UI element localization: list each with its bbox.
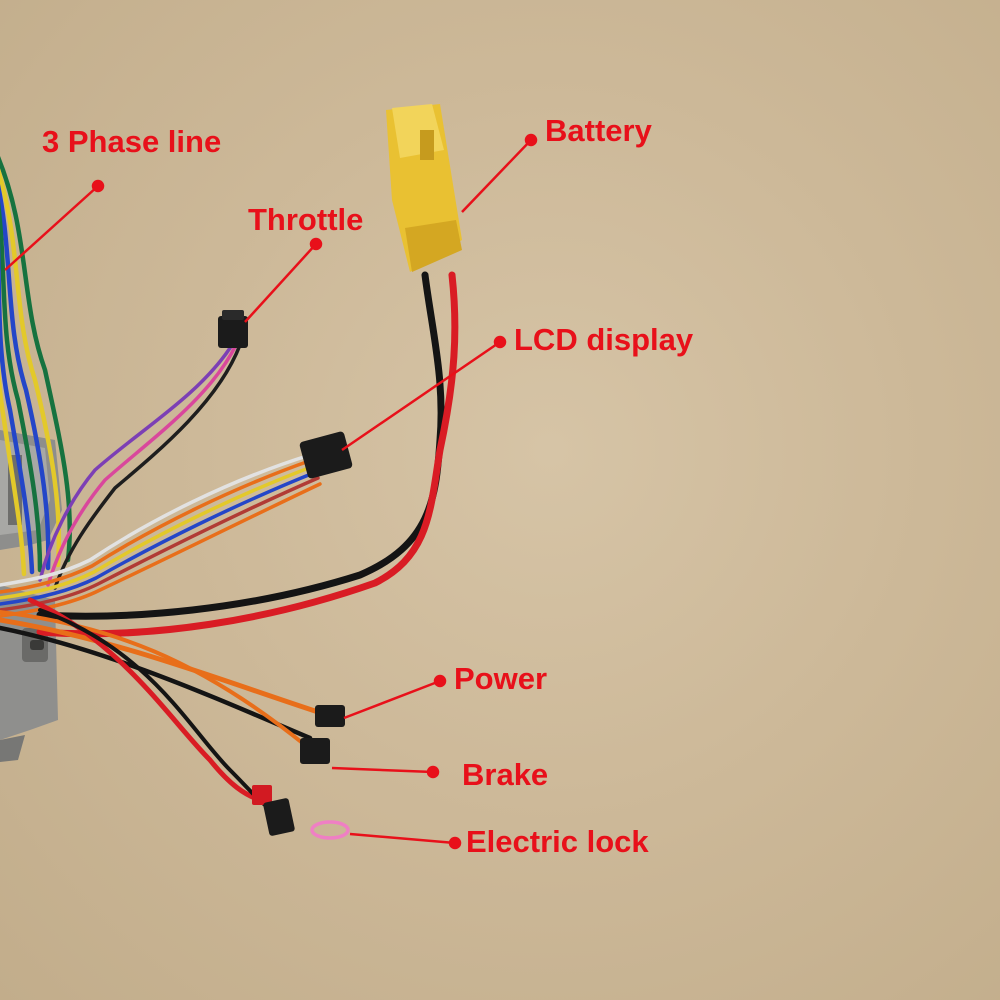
label-throttle: Throttle [248, 202, 364, 237]
label-lcd-display: LCD display [514, 322, 694, 357]
lcd-callout-dot [493, 335, 507, 349]
label-power: Power [454, 661, 548, 696]
callout-lines [4, 133, 538, 850]
battery-connector [386, 104, 462, 272]
lock-connector [252, 785, 350, 840]
phase-callout-dot [91, 179, 105, 193]
lcd-connector [299, 431, 353, 479]
power-connector [315, 705, 345, 727]
battery-callout-dot [524, 133, 538, 147]
label-electric-lock: Electric lock [466, 824, 649, 859]
power-callout-dot [433, 674, 447, 688]
label-brake: Brake [462, 757, 549, 792]
brake-callout-dot [426, 765, 440, 779]
brake-connector [300, 738, 330, 764]
battery-wires [36, 271, 459, 638]
lower-wires [0, 597, 321, 814]
phase-wire-bundle [0, 156, 72, 577]
throttle-callout-dot [309, 237, 323, 251]
label-battery: Battery [545, 113, 652, 148]
lock-callout-dot [448, 836, 462, 850]
label-3-phase-line: 3 Phase line [42, 124, 222, 159]
throttle-connector [218, 310, 248, 348]
